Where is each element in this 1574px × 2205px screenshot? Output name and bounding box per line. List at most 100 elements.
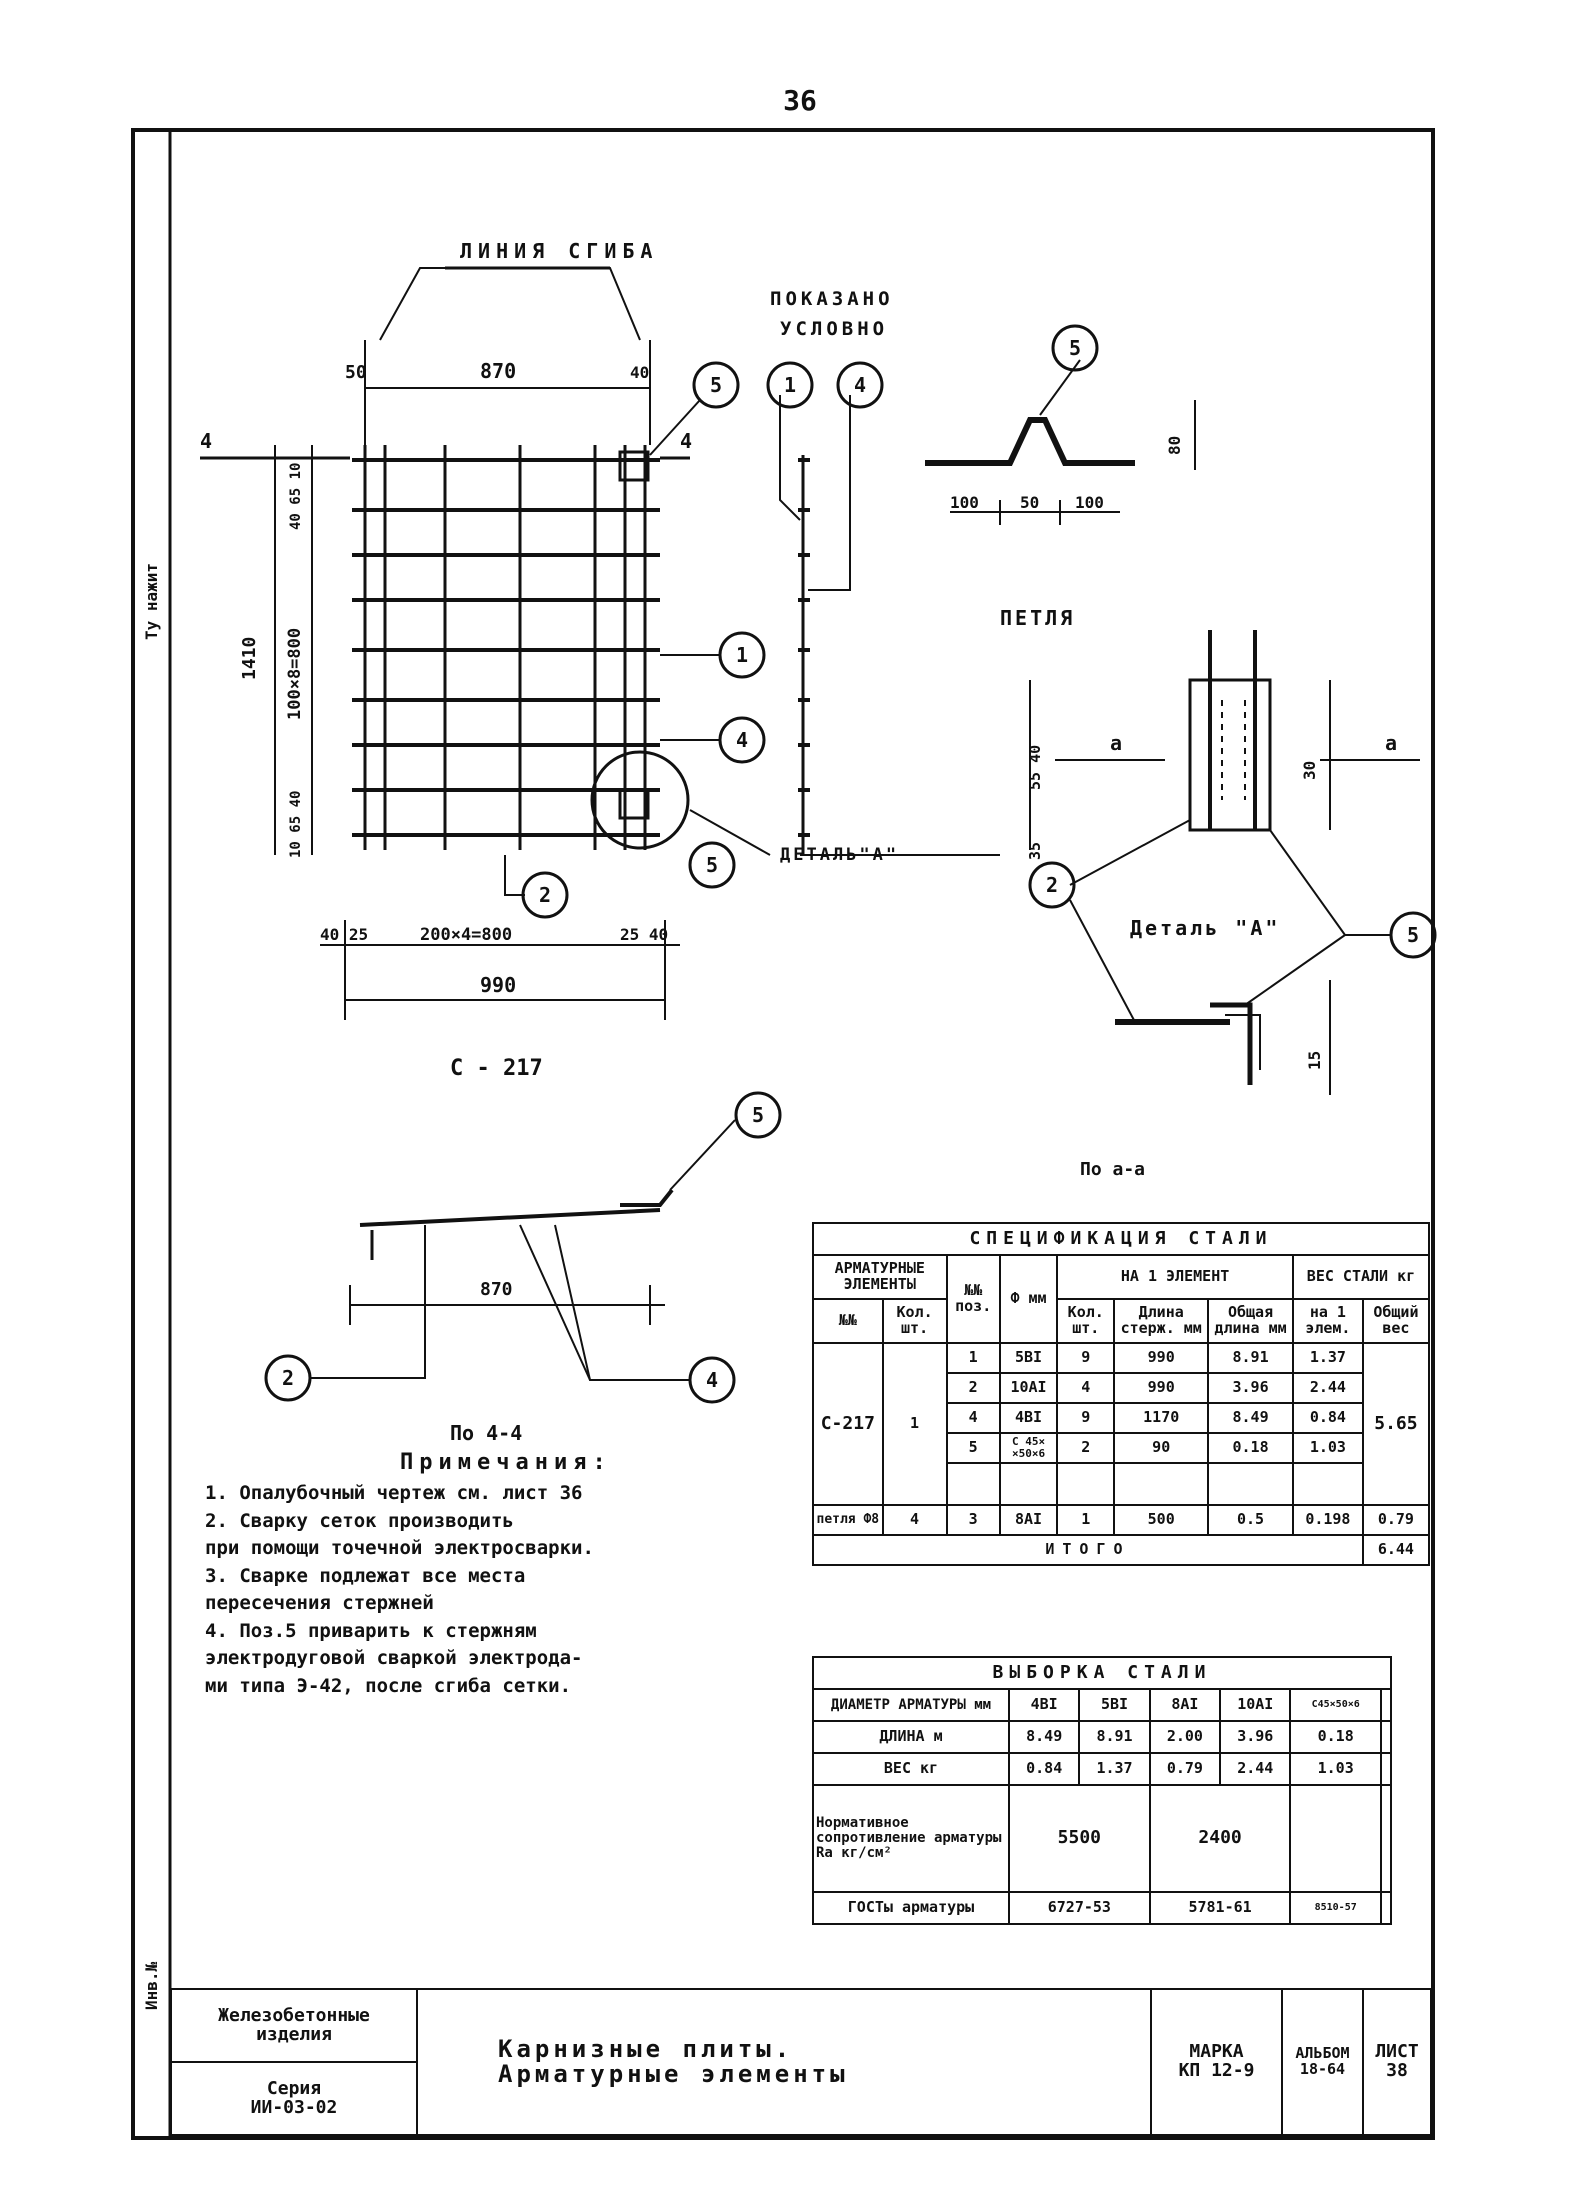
bubble-2-b: 2	[1046, 873, 1058, 897]
vyborka-cell: 1.37	[1078, 1752, 1151, 1786]
vyborka-norm-1: 5500	[1008, 1784, 1151, 1893]
spec-h-qty: Кол. шт.	[881, 1298, 948, 1344]
bubble-1-a: 1	[784, 373, 796, 397]
bubble-5-b: 5	[1069, 336, 1081, 360]
spec-cell: 5	[945, 1432, 1001, 1464]
spec-h-weight: ВЕС СТАЛИ кг	[1291, 1254, 1431, 1300]
title-org-cell: Железобетонные изделия	[170, 1988, 418, 2063]
section-4-4	[310, 1119, 736, 1381]
title-album-label: АЛЬБОМ	[1295, 2044, 1350, 2063]
label-detail-a-callout: ДЕТАЛЬ"А"	[780, 845, 899, 865]
leader-pos-2	[504, 855, 525, 896]
spec-h-per-el: на 1 элем.	[1291, 1298, 1364, 1344]
dim-990: 990	[480, 973, 516, 997]
spec-title: СПЕЦИФИКАЦИЯ СТАЛИ	[812, 1222, 1430, 1256]
bubble-5-e: 5	[752, 1103, 764, 1127]
title-sheet-value: 38	[1386, 2060, 1408, 2081]
title-mark-value: КП 12-9	[1178, 2060, 1255, 2081]
detail-a-drawing	[1069, 899, 1390, 1095]
bubble-2-a: 2	[539, 883, 551, 907]
bubble-5-d: 5	[1407, 923, 1419, 947]
dim-1410: 1410	[239, 637, 260, 680]
title-org-1: Железобетонные	[218, 2004, 370, 2026]
dim-10-65-40: 10 65 40	[288, 791, 304, 858]
title-block: Железобетонные изделия Карнизные плиты. …	[170, 1988, 1432, 2136]
dim-40-65-10: 40 65 10	[288, 463, 304, 530]
spec-row: 2 10AI 4 990 3.96 2.44	[813, 1372, 1429, 1404]
vyborka-col: 5BI	[1078, 1688, 1151, 1722]
title-name-cell: Карнизные плиты. Арматурные элементы	[416, 1988, 1152, 2136]
spec-cell: 2	[945, 1372, 1001, 1404]
spec-row: 4 4BI 9 1170 8.49 0.84	[813, 1402, 1429, 1434]
bubble-4-a: 4	[854, 373, 866, 397]
spec-cell: 1.03	[1291, 1432, 1364, 1464]
spec-loop-name: петля Ф8	[812, 1504, 884, 1536]
vyborka-title: ВЫБОРКА СТАЛИ	[812, 1656, 1392, 1690]
dim-200x4: 200×4=800	[420, 925, 512, 945]
title-name-1: Карнизные плиты.	[498, 2034, 794, 2063]
title-org-2: изделия	[256, 2023, 332, 2045]
spec-mark-qty: 1	[881, 1342, 948, 1506]
spec-itogo-label: ИТОГО	[812, 1534, 1364, 1566]
spec-cell: 8.91	[1207, 1342, 1294, 1374]
vyborka-len-label: ДЛИНА м	[812, 1720, 1010, 1754]
dim-35: 35	[1026, 842, 1044, 860]
spec-cell: 990	[1113, 1372, 1210, 1404]
bubble-5-c: 5	[706, 853, 718, 877]
dim-55-40: 55 40	[1026, 745, 1044, 790]
cut-mark-right: 4	[680, 429, 692, 453]
vyborka-gost-1: 6727-53	[1008, 1891, 1151, 1925]
spec-cell: 2.44	[1291, 1372, 1364, 1404]
dim-100-b: 100	[1075, 493, 1104, 512]
side-stamp-bottom: Инв.№	[142, 1961, 161, 2010]
spec-cell: 1	[1056, 1504, 1116, 1536]
detail-a-title: Деталь "А"	[1130, 916, 1280, 940]
label-shown-conditionally-2: УСЛОВНО	[780, 318, 888, 340]
spec-cell: 4	[945, 1402, 1001, 1434]
spec-cell: 1.37	[1291, 1342, 1364, 1374]
dim-40: 40	[630, 363, 649, 382]
spec-cell: С 45× ×50×6	[998, 1432, 1059, 1464]
title-name-2: Арматурные элементы	[498, 2060, 849, 2088]
spec-cell: 4	[1056, 1372, 1116, 1404]
vyborka-col: 4BI	[1007, 1688, 1081, 1722]
dim-80: 80	[1165, 436, 1184, 455]
spec-cell: 9	[1056, 1402, 1116, 1434]
spec-mark-total: 5.65	[1361, 1342, 1431, 1506]
a-mark-left: а	[1110, 731, 1122, 755]
vyborka-norm-label: Нормативное сопротивление арматуры Rа кг…	[812, 1784, 1010, 1893]
title-sheet-label: ЛИСТ	[1375, 2041, 1419, 2063]
spec-mark: С-217	[812, 1342, 884, 1506]
spec-cell: 0.18	[1207, 1432, 1294, 1464]
spec-row: 5 С 45× ×50×6 2 90 0.18 1.03	[813, 1432, 1429, 1464]
spec-h-count: Кол. шт.	[1056, 1298, 1116, 1344]
spec-h-per-element: НА 1 ЭЛЕМЕНТ	[1056, 1254, 1294, 1300]
spec-cell: 1170	[1113, 1402, 1210, 1434]
spec-cell: 9	[1056, 1342, 1116, 1374]
spec-h-pos: №№ поз.	[945, 1254, 1001, 1344]
leader-pos-5	[649, 399, 701, 456]
vyborka-table: ВЫБОРКА СТАЛИ ДИАМЕТР АРМАТУРЫ мм 4BI 5B…	[812, 1656, 1393, 1925]
mesh-mark: С - 217	[450, 1056, 543, 1081]
spec-cell: 500	[1113, 1504, 1210, 1536]
title-mark-cell: МАРКА КП 12-9	[1150, 1988, 1283, 2136]
vyborka-gost-3: 8510-57	[1289, 1891, 1382, 1925]
title-series-cell: Серия ИИ-03-02	[170, 2061, 418, 2136]
bubble-5-a: 5	[710, 373, 722, 397]
spec-cell: 8.49	[1207, 1402, 1294, 1434]
bubble-2-c: 2	[282, 1366, 294, 1390]
vyborka-norm-2: 2400	[1148, 1784, 1292, 1893]
spec-cell: 2	[1056, 1432, 1116, 1464]
spec-cell: 90	[1113, 1432, 1210, 1464]
spec-cell: 8AI	[998, 1504, 1059, 1536]
spec-h-mark: №№	[812, 1298, 884, 1344]
position-bubbles	[264, 324, 1437, 1404]
dim-40-25: 40 25	[320, 925, 368, 944]
spec-row-loop: петля Ф8 4 3 8AI 1 500 0.5 0.198 0.79	[812, 1504, 1431, 1536]
spec-h-len-total: Общая длина мм	[1207, 1298, 1294, 1344]
spec-cell: 0.5	[1207, 1504, 1294, 1536]
bubble-4-c: 4	[706, 1368, 718, 1392]
title-album-cell: АЛЬБОМ 18-64	[1281, 1988, 1364, 2136]
spec-cell: 4	[881, 1504, 948, 1536]
